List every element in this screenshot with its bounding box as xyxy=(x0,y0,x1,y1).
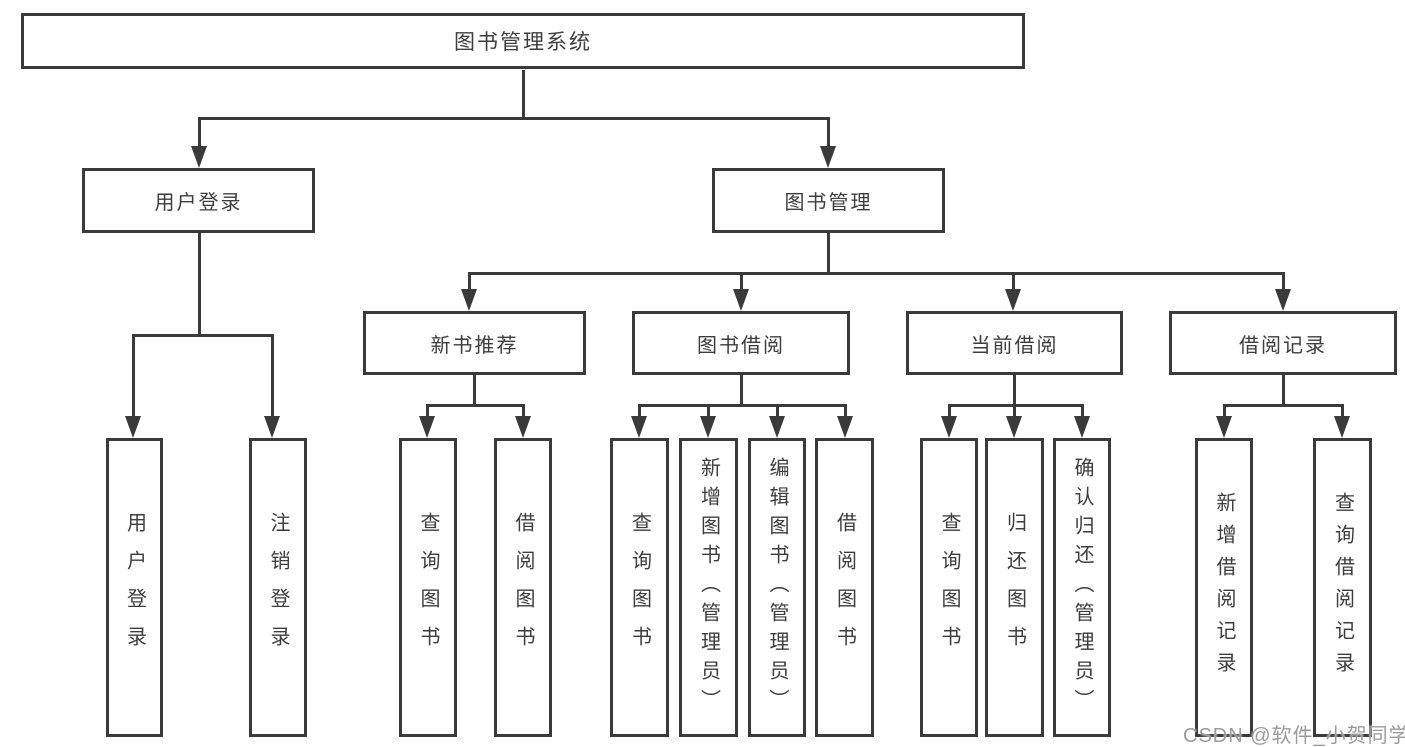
leaf-cb-return-books: 归还图书 xyxy=(985,438,1044,737)
leaf-cb-query-books: 查询图书 xyxy=(920,438,978,737)
connector-drop-cb-confirm xyxy=(1080,405,1084,416)
arrowhead-br-query xyxy=(1334,416,1350,438)
connector-bb-bus xyxy=(637,403,847,407)
arrowhead-nbr-borrow xyxy=(515,416,531,438)
connector-br-bus xyxy=(1222,403,1344,407)
connector-drop-cb-query xyxy=(947,405,951,416)
leaf-br-add-record: 新增借阅记录 xyxy=(1195,438,1253,737)
arrowhead-bb-add xyxy=(700,416,716,438)
node-user-login: 用户登录 xyxy=(82,168,315,233)
node-book-management: 图书管理 xyxy=(712,168,945,233)
arrowhead-borrow-records xyxy=(1275,289,1291,311)
arrowhead-new-book-rec xyxy=(461,289,477,311)
connector-drop-leaf-user-login xyxy=(131,335,135,416)
leaf-nbr-query-books: 查询图书 xyxy=(399,438,457,737)
connector-drop-leaf-logout xyxy=(270,335,274,416)
connector-drop-borrow-records xyxy=(1281,273,1285,289)
connector-drop-bb-add xyxy=(706,405,710,416)
node-borrow-records: 借阅记录 xyxy=(1169,311,1397,375)
connector-bb-stem xyxy=(739,375,743,405)
arrowhead-bb-edit xyxy=(769,416,785,438)
connector-br-stem xyxy=(1281,375,1285,405)
connector-userlogin-bus xyxy=(131,333,274,337)
connector-root-stem xyxy=(521,70,525,118)
connector-drop-new-book-rec xyxy=(467,273,471,289)
connector-userlogin-stem xyxy=(197,233,201,335)
leaf-logout-login: 注销登录 xyxy=(249,438,307,737)
node-root-library-system: 图书管理系统 xyxy=(21,13,1025,69)
leaf-bb-add-books-admin: 新增图书（管理员） xyxy=(679,438,738,737)
node-new-book-recommend: 新书推荐 xyxy=(363,311,586,375)
arrowhead-user-login xyxy=(191,146,207,168)
leaf-br-query-record: 查询借阅记录 xyxy=(1313,438,1372,737)
connector-drop-book-borrow xyxy=(739,273,743,289)
arrowhead-leaf-logout xyxy=(264,416,280,438)
node-current-borrow: 当前借阅 xyxy=(906,311,1123,375)
connector-cb-stem xyxy=(1012,375,1016,405)
leaf-cb-confirm-return-admin: 确认归还（管理员） xyxy=(1053,438,1111,737)
connector-drop-cb-return xyxy=(1012,405,1016,416)
node-book-borrow: 图书借阅 xyxy=(632,311,850,375)
leaf-bb-query-books: 查询图书 xyxy=(610,438,669,737)
connector-cb-bus xyxy=(947,403,1084,407)
connector-bookmgmt-stem xyxy=(826,233,830,273)
connector-drop-bb-borrow xyxy=(843,405,847,416)
connector-drop-nbr-borrow xyxy=(521,405,525,416)
connector-drop-bb-edit xyxy=(775,405,779,416)
leaf-bb-borrow-books: 借阅图书 xyxy=(815,438,874,737)
arrowhead-current-borrow xyxy=(1005,289,1021,311)
connector-bookmgmt-bus xyxy=(467,271,1285,275)
leaf-nbr-borrow-books: 借阅图书 xyxy=(494,438,552,737)
arrowhead-cb-query xyxy=(941,416,957,438)
csdn-watermark: CSDN @软件_小贺同学 xyxy=(1183,725,1405,747)
arrowhead-cb-confirm xyxy=(1074,416,1090,438)
connector-drop-br-query xyxy=(1340,405,1344,416)
connector-drop-current-borrow xyxy=(1011,273,1015,289)
connector-drop-bb-query xyxy=(637,405,641,416)
connector-nbr-stem xyxy=(472,375,476,405)
connector-drop-user-login xyxy=(197,118,201,146)
arrowhead-br-add xyxy=(1216,416,1232,438)
arrowhead-bb-borrow xyxy=(837,416,853,438)
arrowhead-nbr-query xyxy=(419,416,435,438)
connector-drop-nbr-query xyxy=(425,405,429,416)
arrowhead-cb-return xyxy=(1006,416,1022,438)
connector-nbr-bus xyxy=(425,403,525,407)
connector-drop-br-add xyxy=(1222,405,1226,416)
arrowhead-bb-query xyxy=(631,416,647,438)
leaf-user-login: 用户登录 xyxy=(106,438,163,737)
leaf-bb-edit-books-admin: 编辑图书（管理员） xyxy=(748,438,806,737)
arrowhead-book-borrow xyxy=(733,289,749,311)
arrowhead-leaf-user-login xyxy=(125,416,141,438)
arrowhead-book-mgmt xyxy=(820,146,836,168)
connector-root-bus xyxy=(197,116,830,120)
connector-drop-book-mgmt xyxy=(826,118,830,146)
